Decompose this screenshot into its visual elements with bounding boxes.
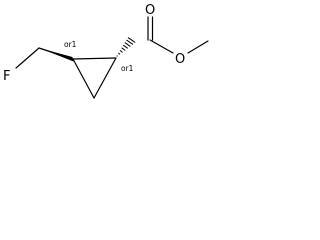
stereo-label-right: or1 (121, 64, 134, 73)
bond-oester-methyl (187, 40, 209, 54)
stereo-label-left: or1 (64, 40, 77, 49)
bond-c-oester (149, 39, 174, 54)
bond-ring-right (93, 57, 117, 99)
wedge-bond-left (39, 48, 74, 62)
hashed-wedge-bond-right (116, 37, 136, 57)
bond-f-ch2 (15, 47, 40, 69)
atom-carbonyl-oxygen: O (145, 3, 155, 18)
atom-ester-oxygen: O (175, 52, 185, 67)
atom-fluorine: F (3, 69, 10, 84)
structure-diagram: F O O or1 or1 (3, 3, 209, 99)
bond-ring-top (72, 57, 117, 60)
bond-ring-left (72, 58, 95, 99)
